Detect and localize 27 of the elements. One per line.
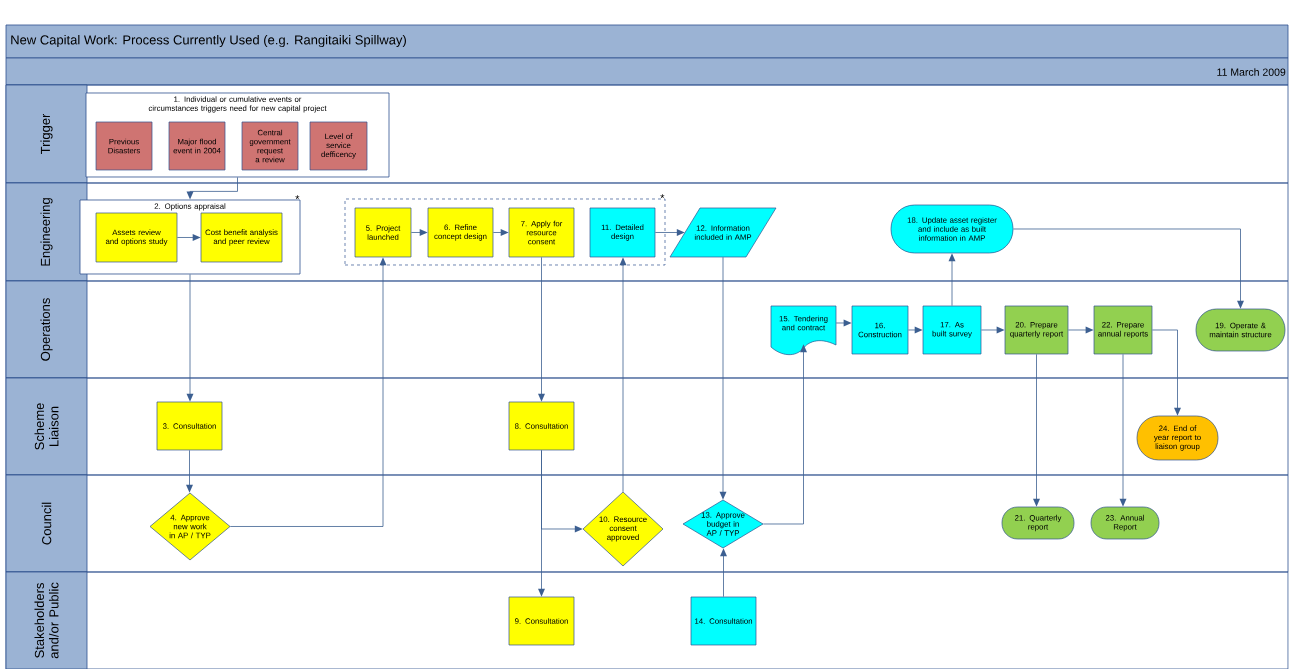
arrow (229, 257, 387, 527)
arrow (1151, 329, 1181, 416)
arrow (1012, 228, 1244, 309)
arrow (907, 326, 923, 334)
arrow (1033, 353, 1040, 507)
arrow (541, 449, 583, 533)
arrow (654, 229, 685, 236)
dashed-group-box (344, 198, 666, 266)
arrow (186, 274, 194, 402)
arrow (719, 256, 727, 500)
arrow (720, 548, 727, 598)
arrow (186, 449, 193, 493)
arrow (835, 319, 852, 327)
arrow (619, 257, 627, 493)
arrow (410, 229, 428, 236)
arrow (1119, 353, 1127, 507)
arrow (762, 344, 807, 525)
arrow (538, 256, 545, 402)
arrow (948, 253, 956, 307)
arrow (492, 229, 509, 236)
arrow (186, 177, 238, 200)
asterisk-note: * (660, 194, 665, 199)
asterisk-note: * (295, 195, 300, 200)
arrow (176, 234, 201, 241)
title-band: New Capital Work: Process Currently Used (e.g. Rangitaiki Spillway) (5, 24, 1289, 59)
arrow (1067, 326, 1094, 334)
arrow (980, 326, 1005, 334)
